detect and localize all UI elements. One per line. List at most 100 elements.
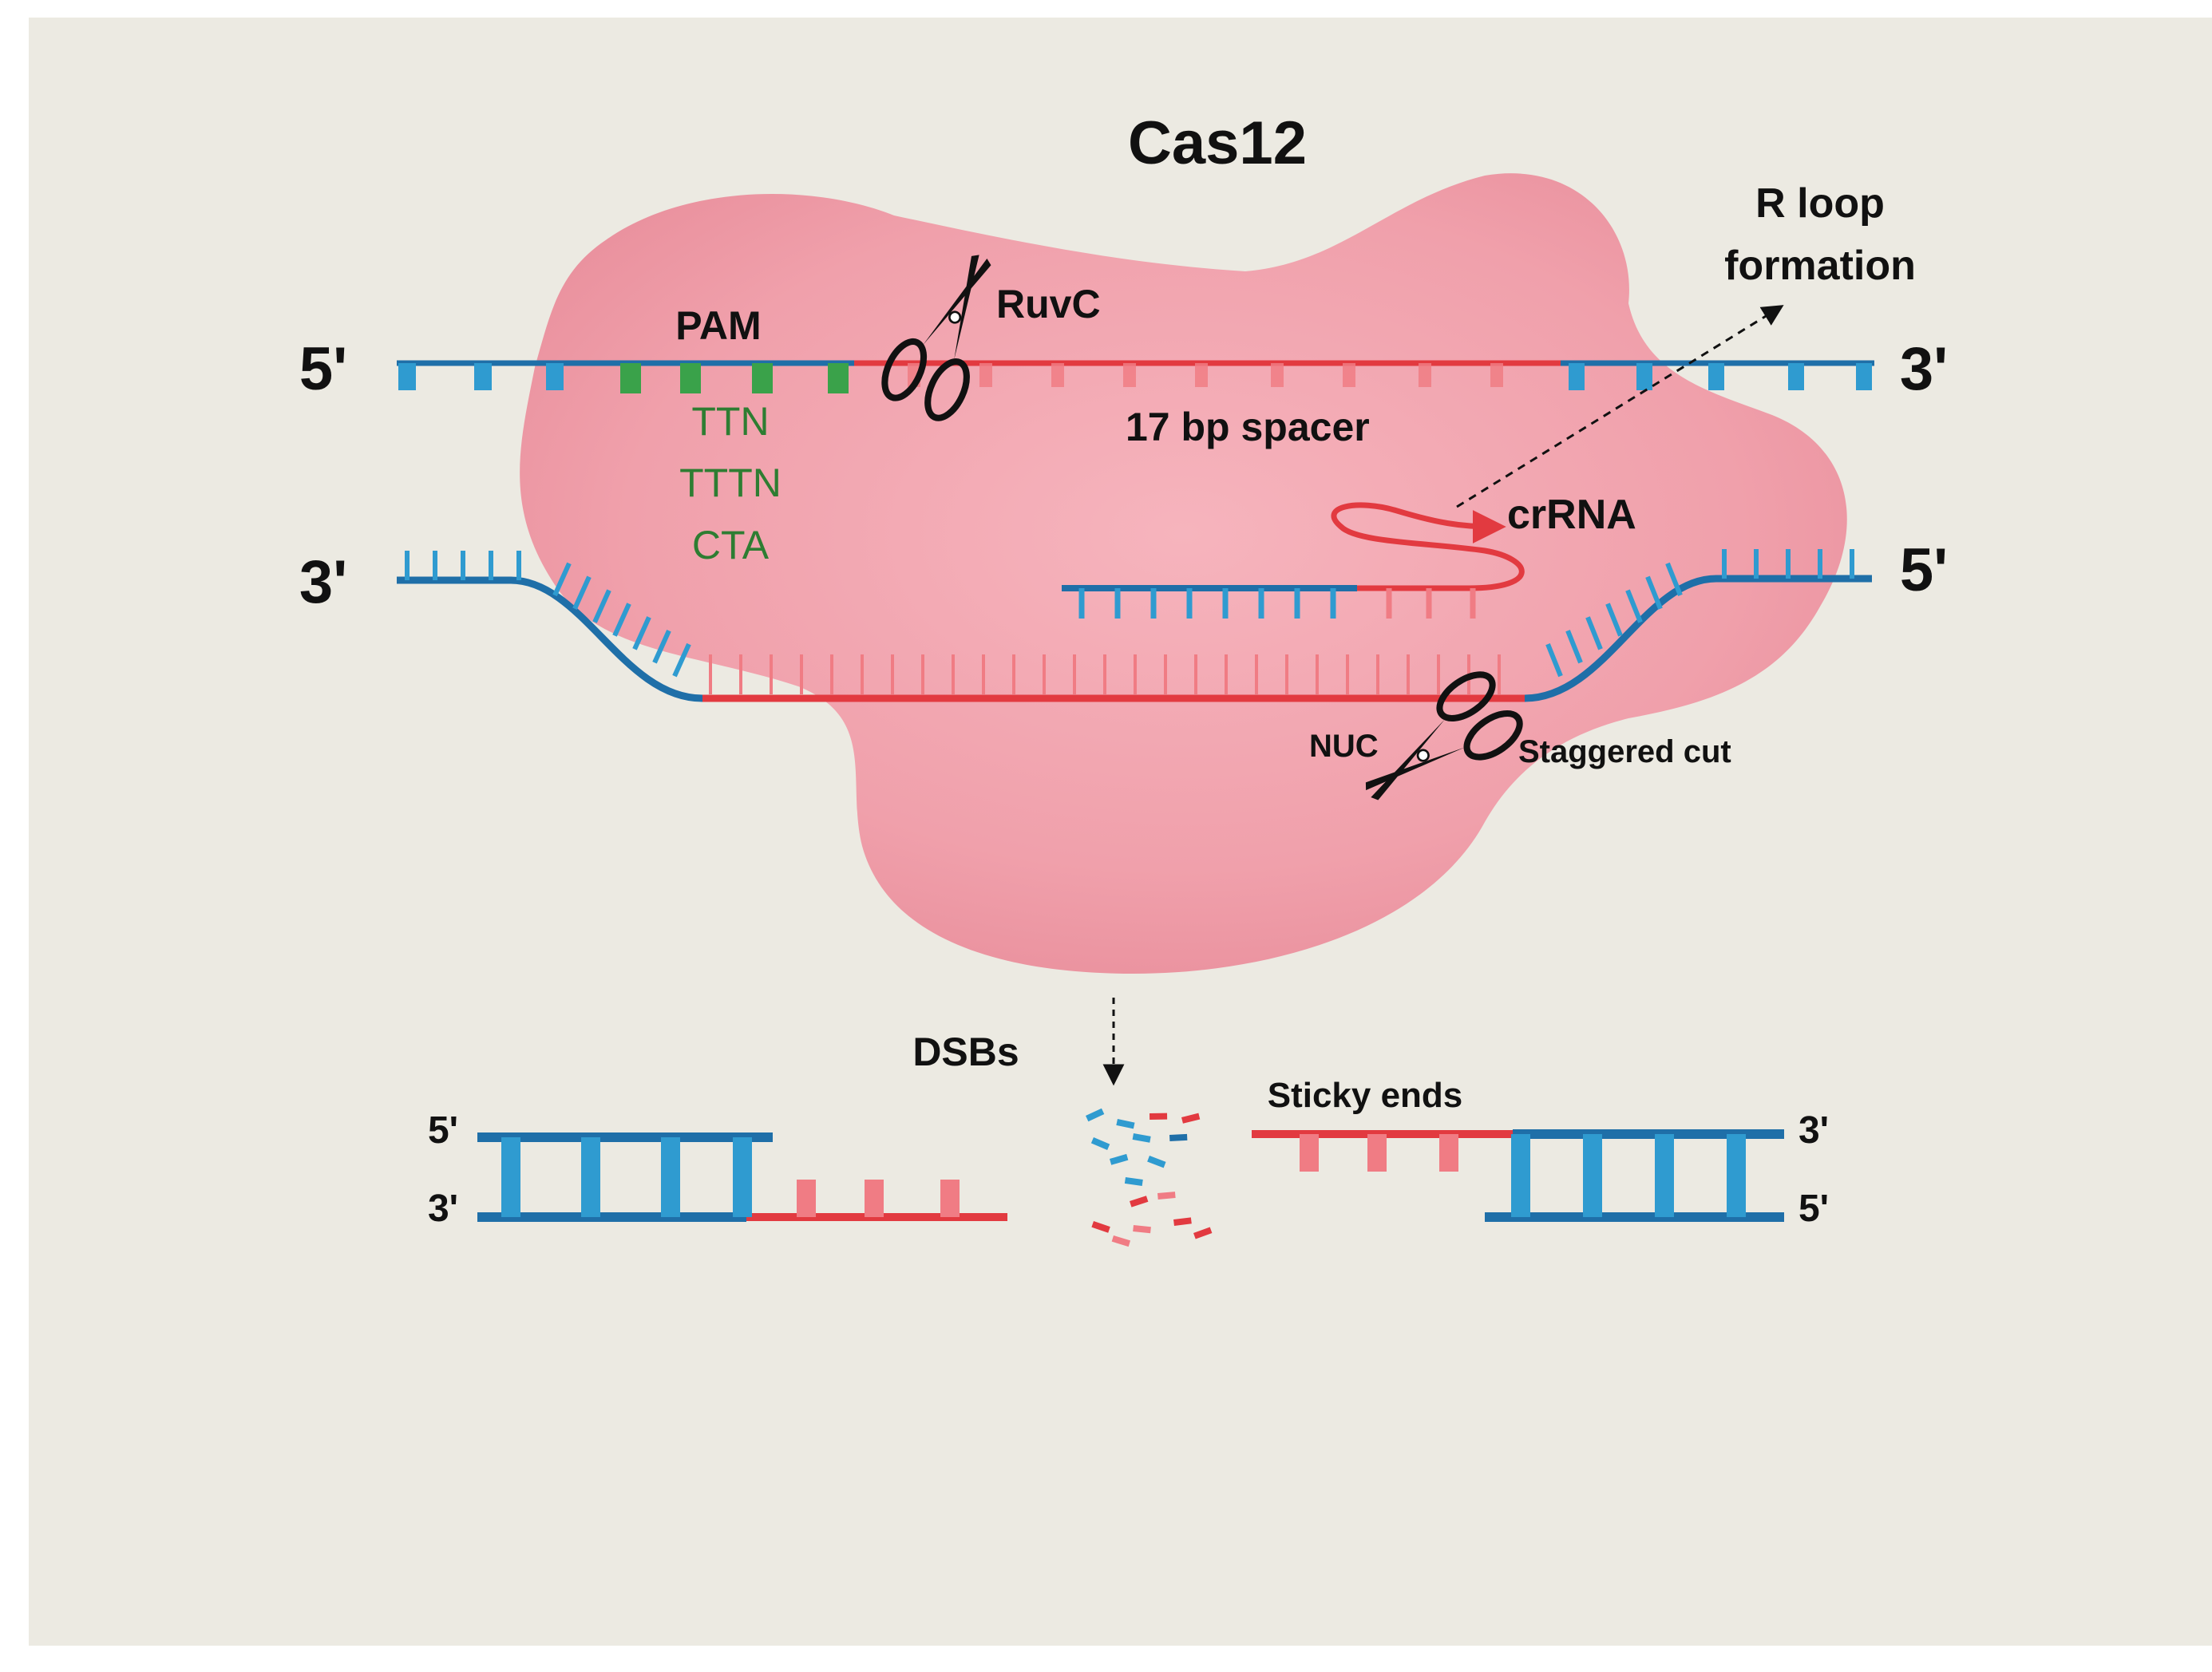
pam-base [620, 363, 641, 393]
right-fragment-5-prime-label: 5' [1798, 1188, 1829, 1230]
ruvc-label: RuvC [996, 282, 1101, 326]
nuc-label: NUC [1309, 729, 1379, 764]
crrna-hairpin [1331, 502, 1525, 591]
left-dna-fragment [477, 1132, 1007, 1222]
dna-debris-fragment [1130, 1196, 1149, 1208]
top-base-blue [1636, 363, 1652, 390]
top-base-red [1343, 363, 1355, 387]
dna-debris-fragment [1147, 1156, 1166, 1168]
pam-sequence-ttn: TTN [691, 399, 769, 444]
scissors-icon [1365, 671, 1523, 800]
left-fragment-5-prime-label: 5' [428, 1109, 458, 1152]
bottom-backbone-blue-right [1524, 575, 1872, 702]
pam-sequence-cta: CTA [692, 523, 770, 567]
scissors-handle [1463, 710, 1523, 761]
dna-debris-fragment [1169, 1133, 1188, 1141]
top-base-blue [546, 363, 564, 390]
dna-debris-fragment [1193, 1227, 1213, 1239]
dna-debris-fragment [1090, 1137, 1110, 1150]
dna-debris-fragment [1173, 1217, 1192, 1226]
scissors-pivot [1416, 749, 1430, 762]
staggered-cut-label: Staggered cut [1518, 734, 1731, 769]
bottom-base-blue [1625, 589, 1643, 623]
dna-debris-fragment [1116, 1118, 1135, 1129]
scissors-pivot [948, 310, 962, 324]
dna-debris-fragment [1110, 1153, 1129, 1165]
right-fragment-sticky-base [1439, 1134, 1458, 1172]
crrna-strand [1062, 502, 1525, 619]
top-dna-strand [397, 360, 1874, 393]
dna-debris-fragment [1132, 1133, 1151, 1143]
top-base-red [1195, 363, 1208, 387]
right-fragment-base-pair [1727, 1134, 1746, 1217]
top-base-red [1271, 363, 1284, 387]
scissors-blade [923, 258, 991, 346]
dna-debris-fragment [1111, 1235, 1131, 1247]
r-loop-label-line2: formation [1724, 243, 1916, 289]
dna-debris-fragment [1181, 1113, 1201, 1124]
bottom-strand-3-prime-label: 3' [299, 548, 347, 616]
left-fragment-base-pair [733, 1137, 752, 1217]
right-dna-fragment [1252, 1129, 1784, 1222]
sticky-ends-label: Sticky ends [1268, 1076, 1463, 1115]
top-base-red [1490, 363, 1503, 387]
left-fragment-base-pair [501, 1137, 520, 1217]
bottom-base-blue [572, 575, 592, 610]
top-base-red [1051, 363, 1064, 387]
left-fragment-base-pair [581, 1137, 600, 1217]
bottom-base-blue [652, 630, 671, 664]
bottom-base-blue [552, 562, 572, 597]
top-strand-3-prime-label: 3' [1900, 335, 1948, 403]
bottom-base-blue [672, 642, 691, 678]
scissors-blade [1365, 747, 1465, 791]
top-base-blue [1856, 363, 1872, 390]
dna-debris-fragment [1133, 1224, 1151, 1234]
bottom-base-blue [1605, 603, 1623, 637]
top-base-blue [398, 363, 416, 390]
dna-debris-fragment [1086, 1108, 1105, 1122]
left-fragment-base-pair [661, 1137, 680, 1217]
bottom-base-blue [1665, 562, 1683, 596]
left-fragment-sticky-base [865, 1180, 884, 1217]
right-fragment-3-prime-label: 3' [1798, 1109, 1829, 1152]
bottom-backbone-blue-left [397, 576, 703, 702]
top-base-red [1419, 363, 1431, 387]
pam-base [680, 363, 701, 393]
bottom-base-blue [1565, 630, 1583, 664]
right-fragment-base-pair [1655, 1134, 1674, 1217]
diagram-title: Cas12 [1128, 109, 1307, 177]
dna-debris-fragment [1091, 1221, 1110, 1233]
cas12-protein-blob [520, 173, 1847, 974]
bottom-base-blue [612, 603, 631, 637]
top-base-blue [474, 363, 492, 390]
bottom-base-blue [1545, 643, 1563, 678]
right-fragment-base-pair [1511, 1134, 1530, 1217]
pam-base [828, 363, 849, 393]
top-base-red [979, 363, 992, 387]
dna-debris-fragment [1149, 1113, 1168, 1120]
dna-debris-fragment [1157, 1192, 1176, 1200]
top-base-blue [1569, 363, 1585, 390]
r-loop-arrow [1456, 305, 1784, 508]
right-fragment-sticky-base [1300, 1134, 1319, 1172]
scissors-handle [881, 338, 928, 401]
pam-sequence-tttn: TTTN [679, 460, 782, 505]
bottom-strand-5-prime-label: 5' [1900, 536, 1948, 604]
bottom-base-blue [632, 616, 651, 650]
pam-base [752, 363, 773, 393]
top-strand-5-prime-label: 5' [299, 335, 347, 403]
bottom-base-blue [1645, 575, 1663, 610]
dna-debris-fragments [1086, 1108, 1213, 1247]
right-fragment-base-pair [1583, 1134, 1602, 1217]
left-fragment-3-prime-label: 3' [428, 1188, 458, 1230]
r-loop-label-line1: R loop [1755, 180, 1885, 227]
dsbs-label: DSBs [912, 1030, 1019, 1074]
dna-debris-fragment [1124, 1177, 1143, 1186]
top-base-red [1123, 363, 1136, 387]
bottom-dna-strand [397, 549, 1872, 702]
right-fragment-sticky-base [1367, 1134, 1387, 1172]
bottom-base-blue [592, 589, 611, 623]
scissors-handle [924, 358, 970, 421]
